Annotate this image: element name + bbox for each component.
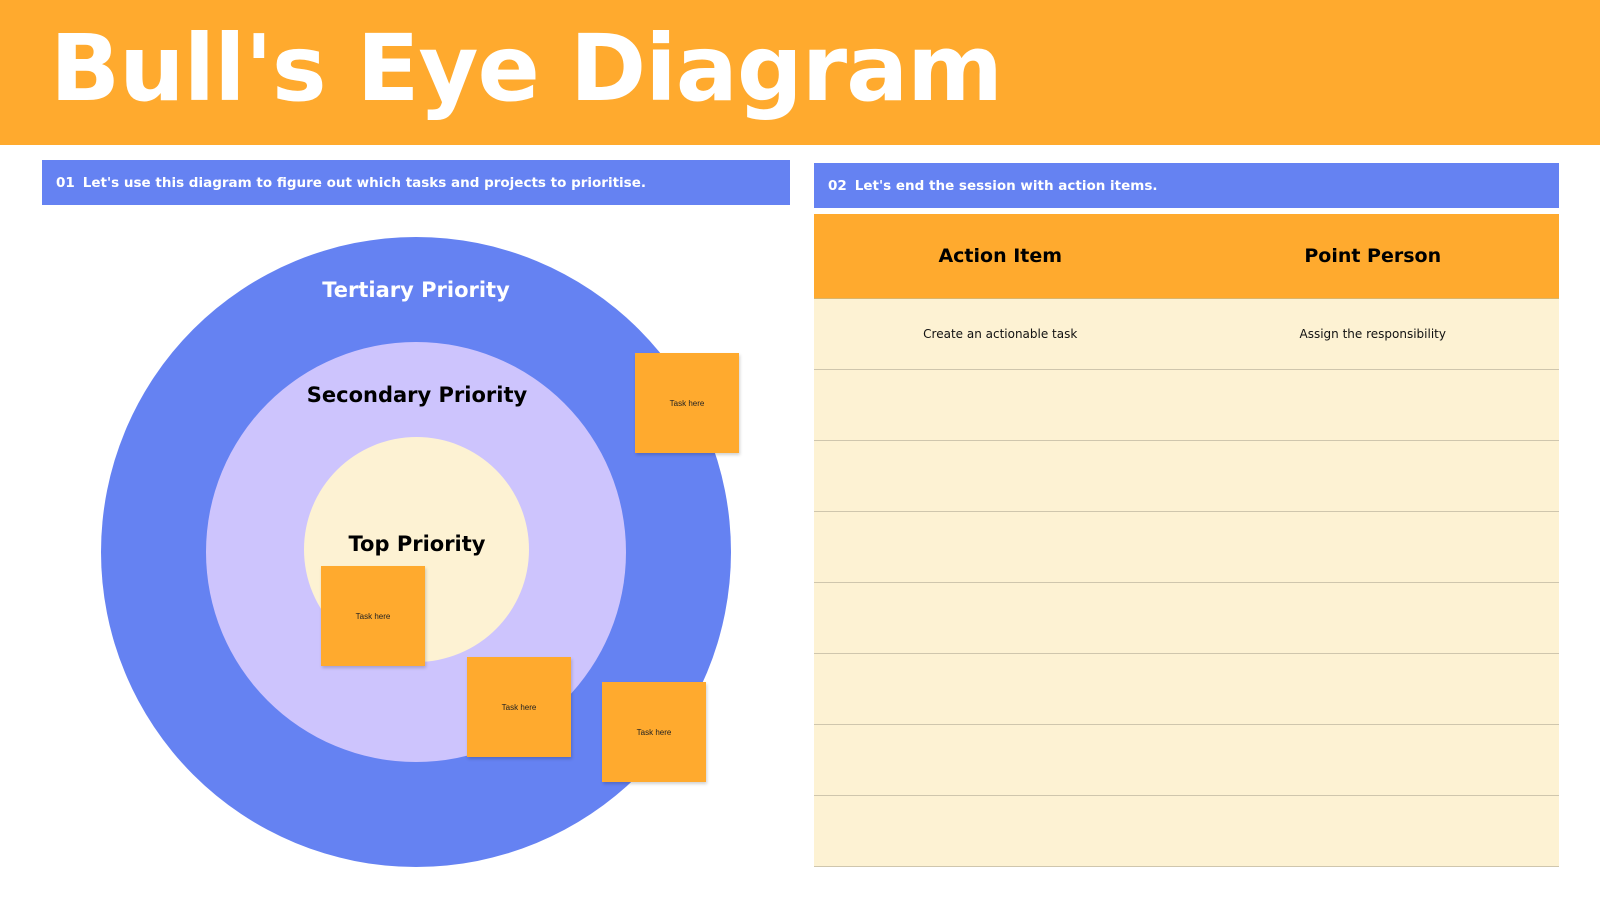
point-person-cell[interactable] — [1187, 512, 1560, 582]
sticky-note[interactable]: Task here — [602, 682, 706, 782]
section-1-text: Let's use this diagram to figure out whi… — [82, 174, 646, 191]
sticky-note[interactable]: Task here — [635, 353, 739, 453]
section-1-bar: 01 Let's use this diagram to figure out … — [42, 160, 790, 205]
point-person-cell[interactable] — [1187, 654, 1560, 724]
tertiary-priority-label: Tertiary Priority — [322, 278, 510, 302]
section-2-text: Let's end the session with action items. — [854, 177, 1158, 194]
action-item-cell[interactable] — [814, 725, 1187, 795]
table-row — [814, 725, 1559, 796]
page-title: Bull's Eye Diagram — [50, 15, 1003, 122]
sticky-note[interactable]: Task here — [467, 657, 571, 757]
action-item-cell[interactable] — [814, 796, 1187, 866]
sticky-note-text[interactable]: Task here — [501, 702, 537, 712]
point-person-cell[interactable] — [1187, 441, 1560, 511]
table-row — [814, 583, 1559, 654]
point-person-cell[interactable] — [1187, 583, 1560, 653]
action-item-cell[interactable] — [814, 654, 1187, 724]
point-person-cell[interactable] — [1187, 725, 1560, 795]
action-item-cell[interactable] — [814, 512, 1187, 582]
action-item-cell[interactable] — [814, 583, 1187, 653]
top-priority-label: Top Priority — [348, 532, 486, 556]
table-row — [814, 512, 1559, 583]
point-person-cell[interactable] — [1187, 370, 1560, 440]
column-header-action-item: Action Item — [938, 245, 1063, 267]
point-person-cell[interactable] — [1187, 796, 1560, 866]
section-1-number: 01 — [56, 174, 75, 191]
action-item-cell[interactable]: Create an actionable task — [923, 327, 1078, 341]
sticky-note-text[interactable]: Task here — [636, 727, 672, 737]
table-row — [814, 370, 1559, 441]
section-2-bar: 02 Let's end the session with action ite… — [814, 163, 1559, 208]
sticky-note-text[interactable]: Task here — [669, 398, 705, 408]
sticky-note-text[interactable]: Task here — [355, 611, 391, 621]
sticky-note[interactable]: Task here — [321, 566, 425, 666]
section-2-number: 02 — [828, 177, 847, 194]
table-row — [814, 441, 1559, 512]
column-header-point-person: Point Person — [1304, 245, 1442, 267]
action-items-table: Action Item Point Person Create an actio… — [814, 214, 1559, 867]
table-row: Create an actionable task Assign the res… — [814, 299, 1559, 370]
point-person-cell[interactable]: Assign the responsibility — [1299, 327, 1446, 341]
table-header: Action Item Point Person — [814, 214, 1559, 299]
action-item-cell[interactable] — [814, 441, 1187, 511]
secondary-priority-label: Secondary Priority — [306, 383, 528, 407]
action-item-cell[interactable] — [814, 370, 1187, 440]
table-row — [814, 654, 1559, 725]
table-row — [814, 796, 1559, 867]
header-banner: Bull's Eye Diagram — [0, 0, 1600, 145]
